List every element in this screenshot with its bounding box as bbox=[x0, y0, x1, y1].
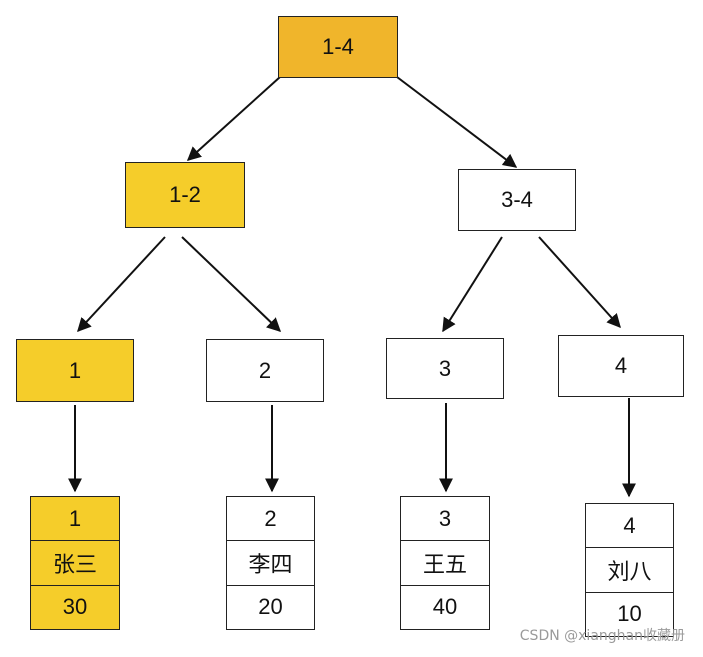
node-leaf-3: 3 bbox=[386, 338, 504, 399]
record-4: 4 刘八 10 bbox=[585, 503, 674, 637]
record-4-id: 4 bbox=[586, 504, 673, 549]
watermark-text: CSDN @xianghan收藏册 bbox=[519, 628, 685, 644]
record-1-name: 张三 bbox=[31, 541, 119, 586]
node-leaf-2: 2 bbox=[206, 339, 324, 402]
edge-3-4-to-4 bbox=[538, 236, 621, 329]
node-leaf-1: 1 bbox=[16, 339, 134, 402]
edge-1-2-to-1 bbox=[77, 236, 166, 333]
record-4-age: 10 bbox=[617, 601, 642, 627]
node-root-label: 1-4 bbox=[322, 34, 354, 59]
record-3: 3 王五 40 bbox=[400, 496, 490, 630]
record-4-name: 刘八 bbox=[586, 548, 673, 593]
node-3-4-label: 3-4 bbox=[501, 187, 533, 212]
node-leaf-1-label: 1 bbox=[68, 357, 82, 383]
edge-root-to-1-2 bbox=[186, 76, 281, 161]
record-3-name: 王五 bbox=[401, 541, 489, 586]
record-2-name: 李四 bbox=[227, 541, 314, 586]
record-2: 2 李四 20 bbox=[226, 496, 315, 630]
edge-3-4-to-3 bbox=[442, 236, 503, 333]
record-1: 1 张三 30 bbox=[30, 496, 120, 630]
node-leaf-4-label: 4 bbox=[614, 353, 628, 378]
record-3-age: 40 bbox=[432, 594, 458, 620]
node-leaf-2-label: 2 bbox=[258, 357, 272, 383]
record-1-age: 30 bbox=[62, 594, 88, 620]
record-2-age: 20 bbox=[258, 594, 283, 620]
record-1-id: 1 bbox=[31, 497, 119, 542]
node-3-4: 3-4 bbox=[458, 169, 576, 231]
record-2-id: 2 bbox=[227, 497, 314, 542]
node-1-2-label: 1-2 bbox=[169, 182, 201, 207]
node-leaf-4: 4 bbox=[558, 335, 684, 397]
edge-1-2-to-2 bbox=[181, 236, 282, 332]
edge-root-to-3-4 bbox=[396, 76, 518, 168]
record-3-id: 3 bbox=[401, 497, 489, 542]
node-root: 1-4 bbox=[278, 16, 398, 78]
node-1-2: 1-2 bbox=[125, 162, 245, 228]
node-leaf-3-label: 3 bbox=[438, 355, 452, 381]
